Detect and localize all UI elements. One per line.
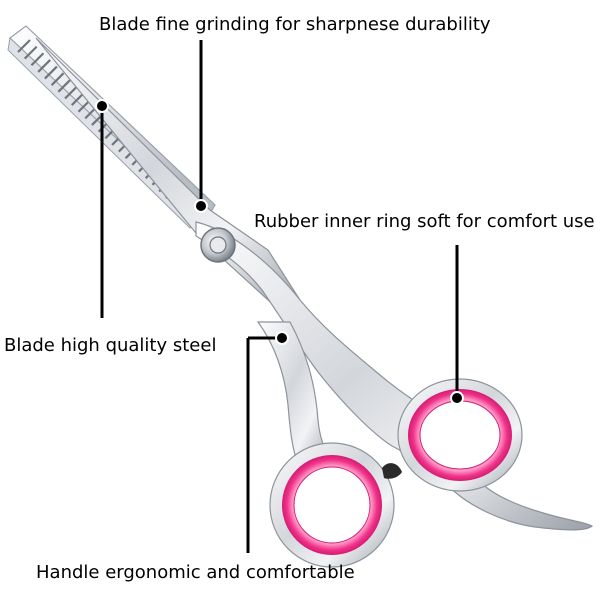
blade-tooth — [50, 72, 65, 86]
annotation-handle: Handle ergonomic and comfortable — [36, 562, 355, 583]
leader-dot-handle — [275, 331, 289, 345]
annotation-blade-grinding: Blade fine grinding for sharpnese durabi… — [99, 14, 491, 35]
annotation-blade-steel: Blade high quality steel — [4, 335, 217, 356]
blade-tooth — [70, 92, 85, 106]
leader-dot-grinding — [194, 199, 208, 213]
blade-tooth — [64, 85, 78, 100]
leader-lines — [95, 40, 464, 553]
finger-rest — [382, 463, 402, 479]
pivot-screw — [200, 227, 236, 263]
blade-tooth — [30, 52, 45, 67]
annotation-rubber-ring: Rubber inner ring soft for comfort use — [254, 211, 595, 232]
blade-tooth — [57, 79, 72, 93]
leader-dot-ring — [450, 391, 464, 405]
blade-tooth — [37, 59, 51, 73]
blade-tooth — [17, 39, 31, 53]
blade-tooth — [44, 65, 58, 80]
scissor-body — [195, 221, 594, 531]
rear-handle — [397, 378, 523, 492]
blade-tooth — [23, 45, 38, 60]
leader-dot-steel — [95, 99, 109, 113]
front-handle — [256, 321, 402, 568]
